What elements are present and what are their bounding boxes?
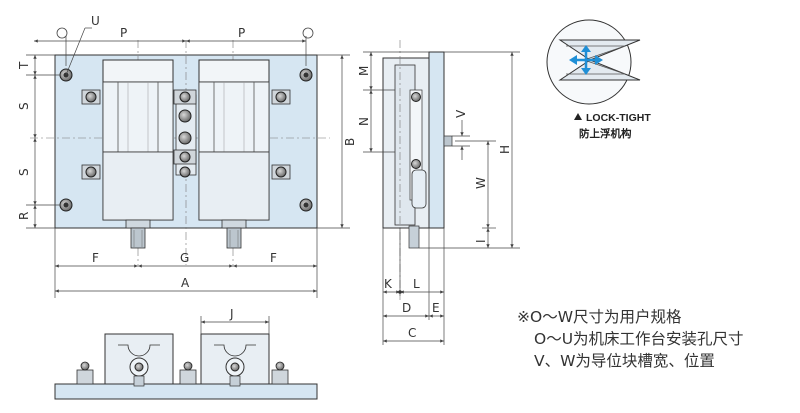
note-line-1: ※O～W尺寸为用户规格 <box>517 308 682 326</box>
mounting-holes <box>59 68 313 212</box>
left-vise <box>102 59 174 249</box>
dim-d: D <box>402 301 411 315</box>
dim-p-left: P <box>120 26 127 40</box>
dim-l: L <box>413 277 420 291</box>
dim-a: A <box>181 276 190 290</box>
dim-i: I <box>474 239 488 243</box>
dim-f-left: F <box>92 251 99 265</box>
side-view: M N V W H I K L D E C <box>357 40 520 345</box>
dim-n: N <box>357 117 371 126</box>
lock-tight-title: LOCK-TIGHT <box>586 112 651 124</box>
lock-tight-subtitle: 防上浮机构 <box>579 128 632 140</box>
dim-k: K <box>384 277 393 291</box>
lock-tight-inset <box>546 19 641 120</box>
dim-c: C <box>408 326 416 340</box>
side-dimension-labels: M N V W H I K L D E C <box>357 66 512 340</box>
dim-e: E <box>432 301 440 315</box>
dim-p-right: P <box>238 26 245 40</box>
clamp-bolts <box>81 89 291 180</box>
front-view: U P P T S S R B F G F A <box>17 14 357 298</box>
dim-j: J <box>229 307 234 321</box>
dim-u: U <box>91 14 100 28</box>
note-line-3: V、W为导位块槽宽、位置 <box>534 352 715 370</box>
dim-m: M <box>357 66 371 76</box>
dim-r: R <box>17 212 31 220</box>
dim-g: G <box>180 251 189 265</box>
dim-s-top: S <box>17 102 31 110</box>
dim-b: B <box>343 138 357 146</box>
dim-h: H <box>498 145 512 154</box>
end-view: J <box>54 307 318 400</box>
dim-v: V <box>454 109 468 118</box>
dim-w: W <box>474 177 488 189</box>
right-vise <box>198 59 270 249</box>
note-line-2: O～U为机床工作台安装孔尺寸 <box>534 330 744 348</box>
front-dimension-labels: U P P T S S R B F G F A <box>17 14 357 290</box>
dim-f-right: F <box>270 251 277 265</box>
dim-s-bottom: S <box>17 168 31 176</box>
dim-t: T <box>17 61 31 70</box>
